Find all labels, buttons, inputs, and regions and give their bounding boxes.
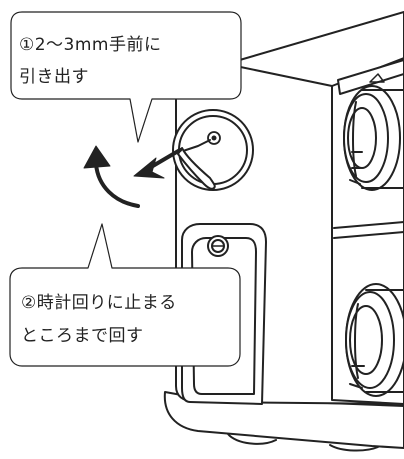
callout-step2-line2: ところまで回す xyxy=(21,326,144,346)
callout-bubble-step2 xyxy=(9,223,241,367)
base-foot xyxy=(329,444,379,452)
callout-bubble-step1 xyxy=(10,11,242,143)
pull-direction-arrow xyxy=(133,148,182,179)
rotate-clockwise-arrow xyxy=(83,145,140,208)
top-label-bar xyxy=(337,59,404,95)
panel-divider xyxy=(333,231,404,239)
machine-base xyxy=(163,391,404,449)
triangle-mark-icon xyxy=(369,73,385,83)
panel-divider xyxy=(333,221,404,229)
machine-top-edge xyxy=(225,63,333,87)
knob-lever[interactable] xyxy=(177,131,221,190)
base-foot xyxy=(227,433,277,445)
callout-step1-line2: 引き出す xyxy=(19,67,89,87)
callout-step1-line1: ①2～3mm手前に xyxy=(19,35,162,55)
lower-valve-assembly xyxy=(345,283,404,397)
callout-step2-line1: ②時計回りに止まる xyxy=(21,293,177,313)
upper-valve-assembly xyxy=(343,85,404,191)
